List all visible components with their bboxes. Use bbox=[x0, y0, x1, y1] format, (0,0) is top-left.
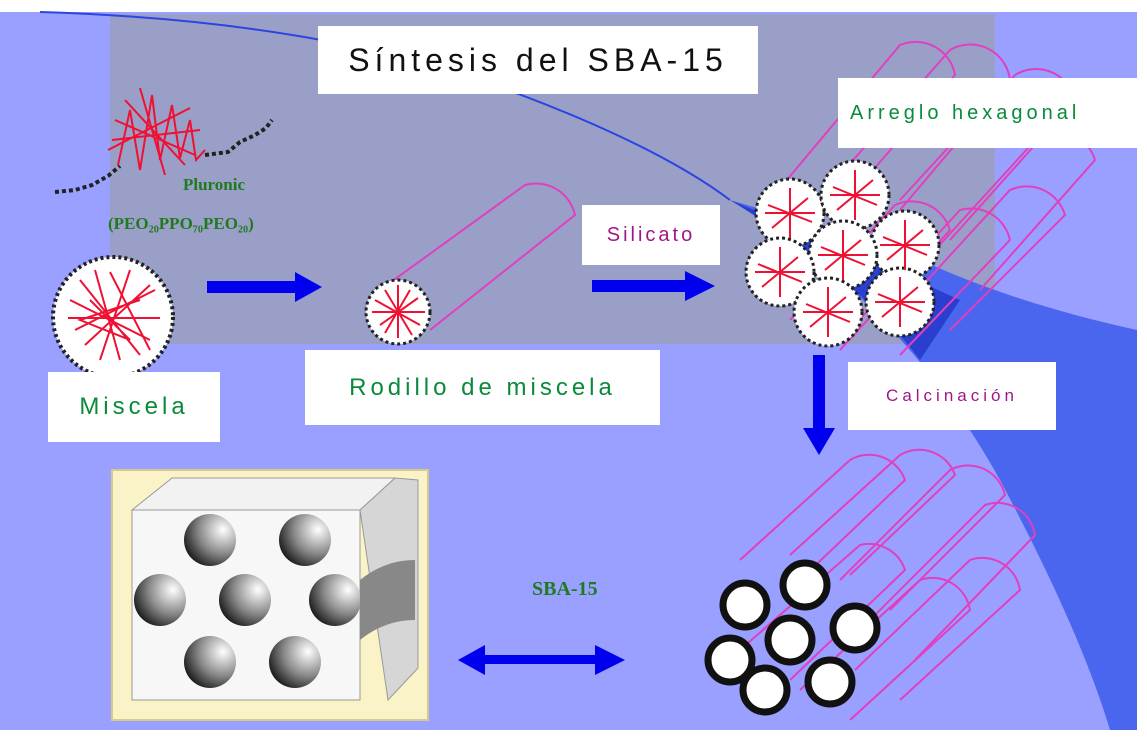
arrow-double bbox=[458, 645, 625, 675]
arrow-calcination-down bbox=[803, 355, 835, 455]
title-label: Síntesis del SBA-15 bbox=[318, 26, 758, 94]
calcined-pores-icon bbox=[704, 559, 881, 716]
hexagonal-arrangement-label: Arreglo hexagonal bbox=[838, 78, 1147, 148]
calcination-label: Calcinación bbox=[848, 362, 1056, 430]
micelle-label: Miscela bbox=[48, 372, 220, 442]
top-white-strip bbox=[0, 0, 1147, 12]
right-white-strip bbox=[1137, 0, 1147, 742]
arrow-rod-to-hexagonal bbox=[592, 271, 715, 301]
sba15-block-icon bbox=[111, 469, 429, 721]
pluronic-chain-icon bbox=[54, 87, 274, 194]
pluronic-label: Pluronic bbox=[183, 175, 246, 194]
silicate-label: Silicato bbox=[582, 205, 720, 265]
hexagonal-rods-outline bbox=[769, 40, 1097, 356]
hexagonal-arrangement-icon bbox=[744, 159, 941, 348]
micelle-rod-label: Rodillo de miscela bbox=[305, 350, 660, 425]
bottom-white-strip bbox=[0, 730, 1147, 742]
sba15-label: SBA-15 bbox=[532, 578, 598, 600]
calcined-rods-outline bbox=[739, 448, 1037, 721]
rod-micelle-icon bbox=[364, 182, 577, 346]
micelle-icon bbox=[51, 255, 175, 379]
blue-sweep bbox=[730, 200, 1137, 730]
arrow-micelle-to-rod bbox=[207, 272, 322, 302]
peo-ppo-peo-label: (PEO₂₀PPO₇₀PEO₂₀) bbox=[108, 214, 254, 233]
